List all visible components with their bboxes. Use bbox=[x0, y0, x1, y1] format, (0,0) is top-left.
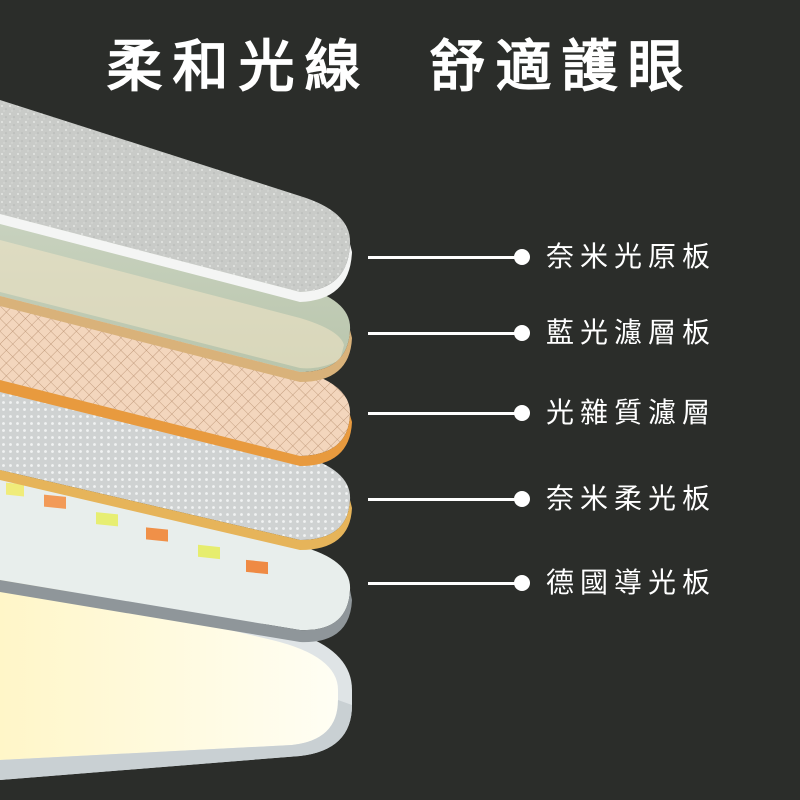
light-guide-plate-layer bbox=[0, 470, 352, 643]
nano-light-plate-layer bbox=[0, 100, 352, 302]
leader-line bbox=[368, 256, 518, 259]
blue-light-filter-layer bbox=[0, 208, 352, 382]
leader-dot bbox=[514, 249, 530, 265]
leader-dot bbox=[514, 325, 530, 341]
callout-light-impurity-filter: 光雜質濾層 bbox=[368, 393, 788, 433]
light-impurity-filter-layer bbox=[0, 292, 352, 466]
callout-nano-light-plate: 奈米光原板 bbox=[368, 237, 788, 277]
leader-line bbox=[368, 582, 518, 585]
label-light-impurity-filter: 光雜質濾層 bbox=[546, 396, 717, 429]
label-light-guide-plate: 德國導光板 bbox=[546, 566, 717, 599]
label-nano-soft-light: 奈米柔光板 bbox=[546, 482, 717, 515]
callout-nano-soft-light: 奈米柔光板 bbox=[368, 479, 788, 519]
leader-dot bbox=[514, 575, 530, 591]
leader-dot bbox=[514, 405, 530, 421]
led-strip bbox=[6, 482, 268, 575]
leader-line bbox=[368, 412, 518, 415]
headline: 柔和光線 舒適護眼 bbox=[106, 35, 694, 100]
led-base-housing bbox=[0, 560, 352, 780]
leader-line bbox=[368, 498, 518, 501]
leader-line bbox=[368, 332, 518, 335]
leader-dot bbox=[514, 491, 530, 507]
label-blue-light-filter: 藍光濾層板 bbox=[546, 316, 717, 349]
nano-soft-light-layer bbox=[0, 375, 352, 550]
label-nano-light-plate: 奈米光原板 bbox=[546, 240, 717, 273]
callout-light-guide-plate: 德國導光板 bbox=[368, 563, 788, 603]
callout-blue-light-filter: 藍光濾層板 bbox=[368, 313, 788, 353]
